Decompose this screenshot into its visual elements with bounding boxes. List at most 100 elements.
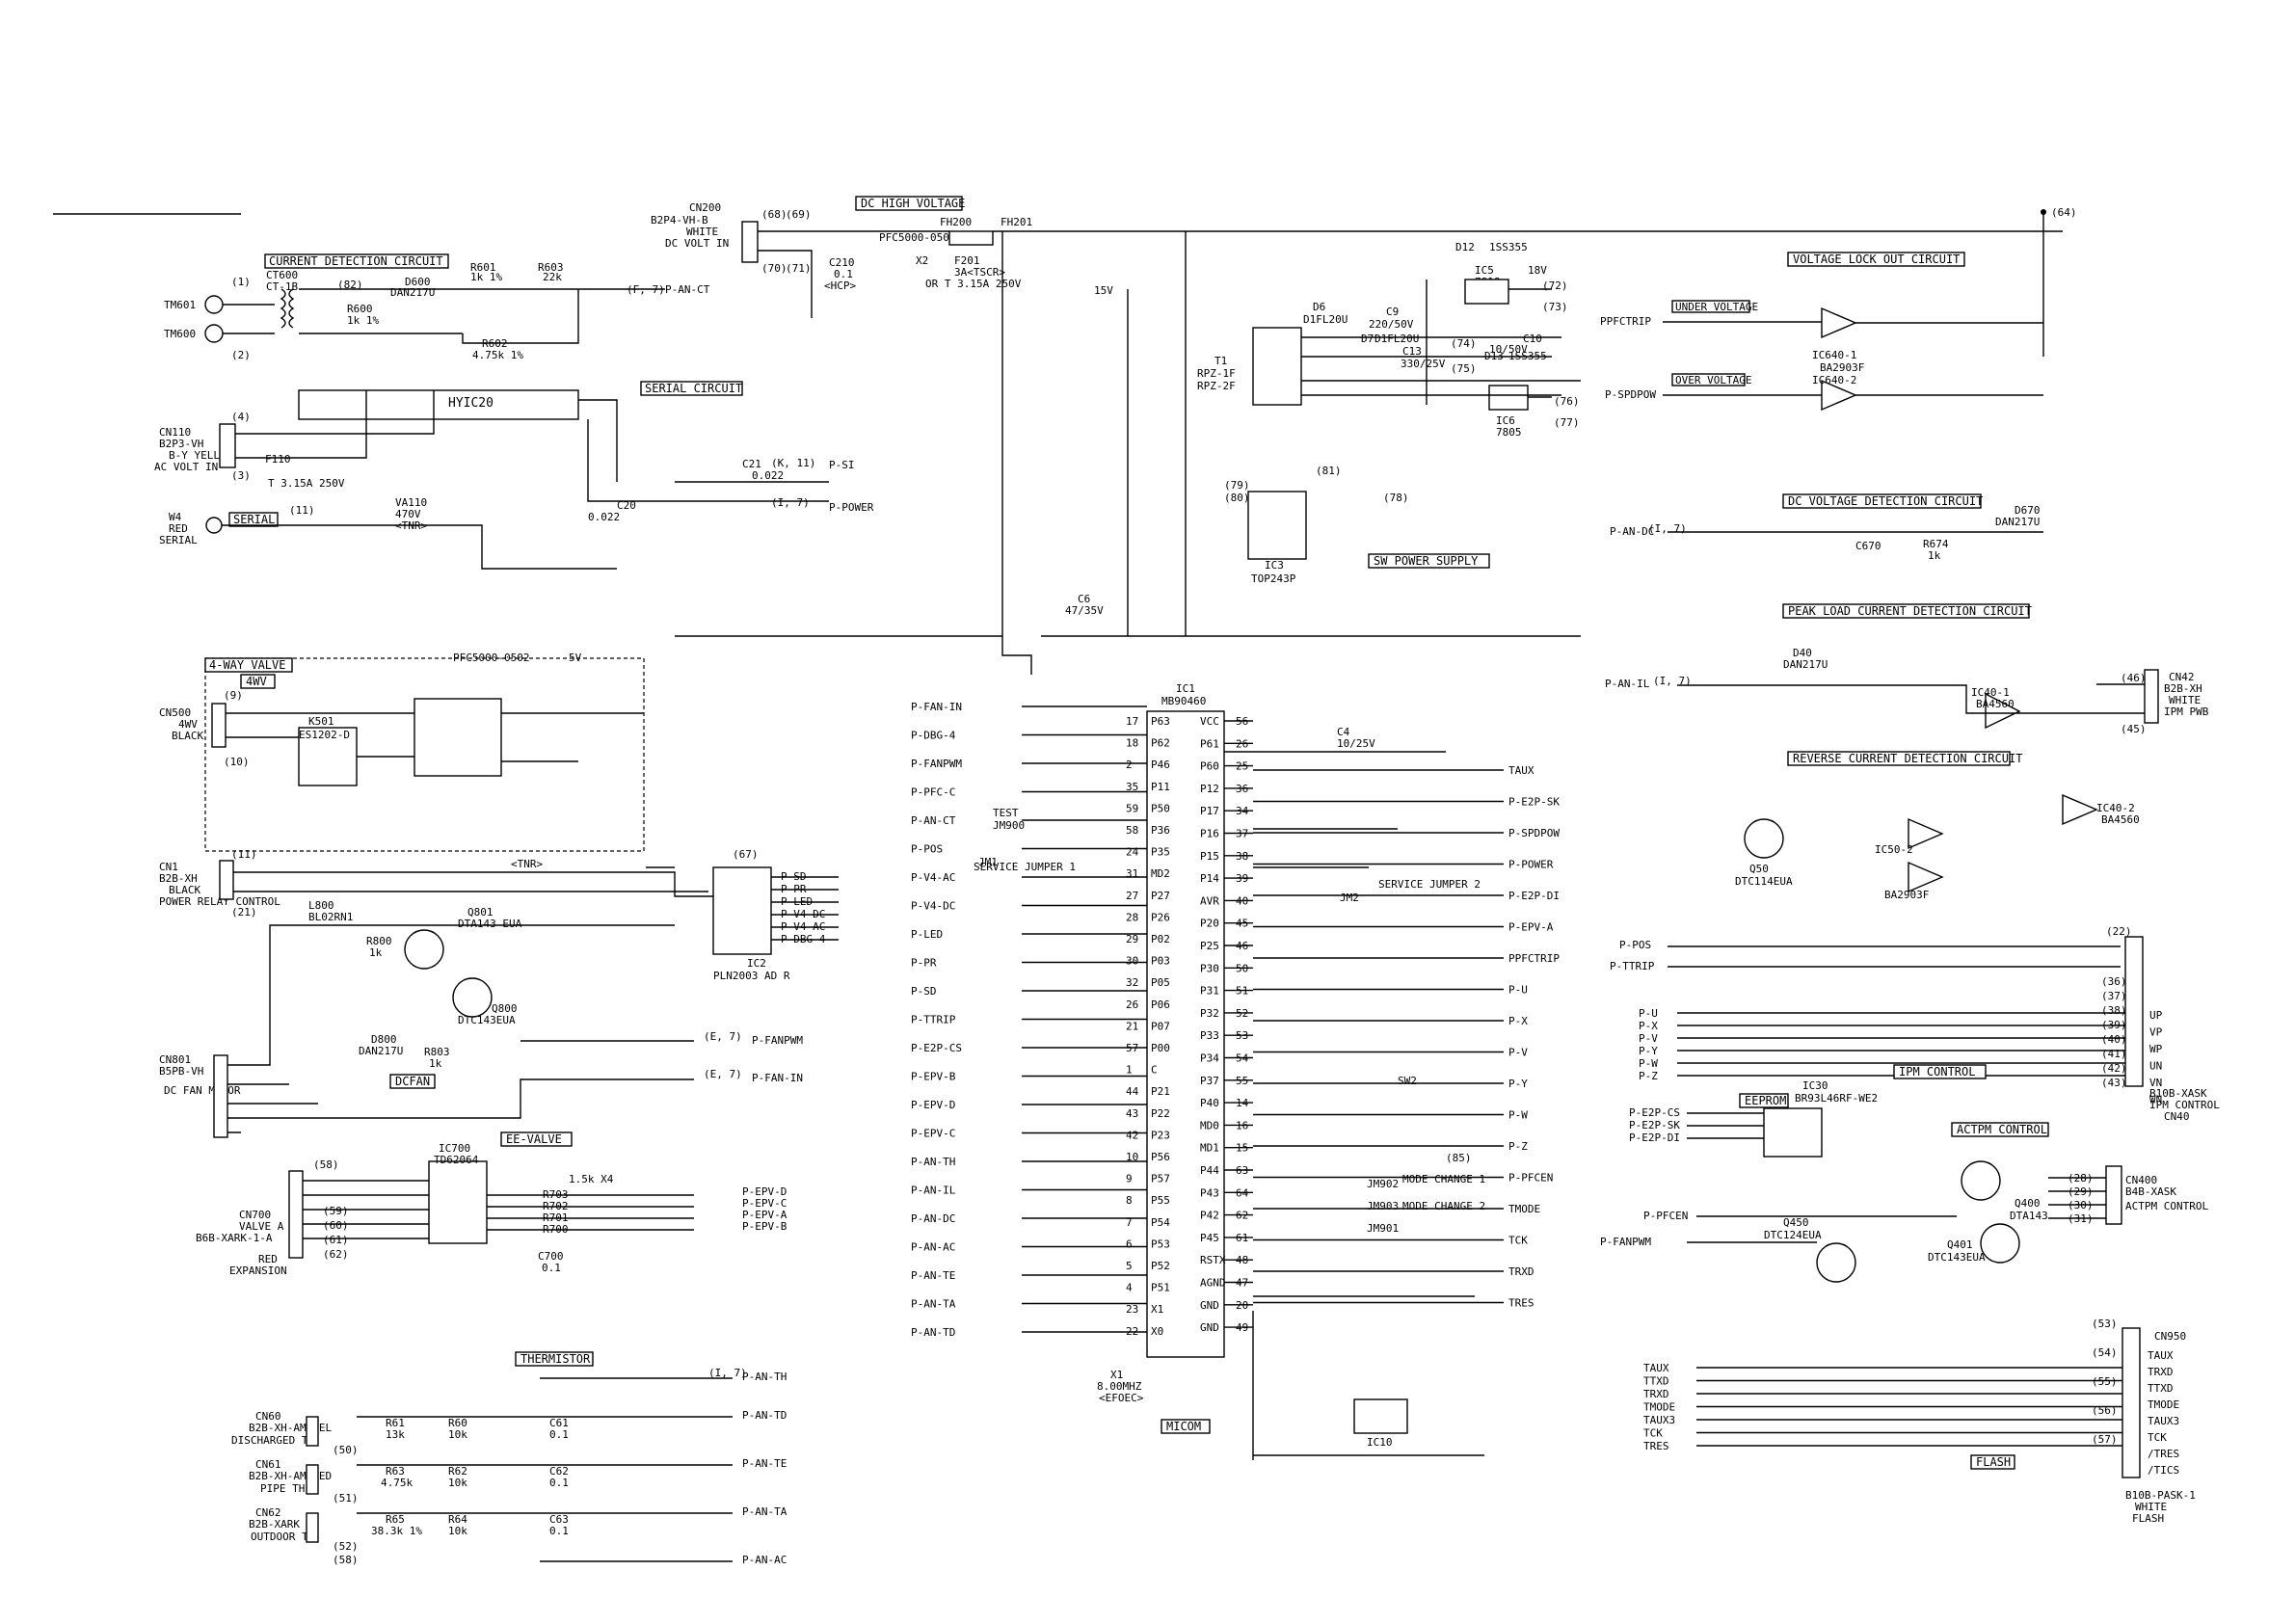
cn42-color: WHITE xyxy=(2169,694,2201,706)
jm2-label: JM2 xyxy=(1340,892,1359,904)
ee-valve-circuit: EE-VALVE IC700 TD62064 1.5k X4 R703 R702… xyxy=(196,1131,787,1277)
cn400-name: CN400 xyxy=(2125,1174,2157,1186)
crystal-ref: X1 xyxy=(1110,1369,1123,1381)
signal-p-pfcpwm: P-FANPWM xyxy=(1600,1236,1651,1248)
c6-ref: C6 xyxy=(1078,593,1090,605)
c20-value: 0.022 xyxy=(588,511,620,523)
pfc-part: PFC5000-0502 xyxy=(879,231,955,244)
jm900-label: JM900 xyxy=(993,819,1025,832)
ic1-pin-name: P50 xyxy=(1151,802,1170,814)
ic1-pin-number: 26 xyxy=(1126,998,1138,1011)
cn700-name: CN700 xyxy=(239,1209,271,1221)
c20-ref: C20 xyxy=(617,499,636,512)
c63-value: 0.1 xyxy=(549,1525,569,1537)
net-ref: (77) xyxy=(1554,416,1580,429)
cn400-desc: ACTPM CONTROL xyxy=(2125,1200,2208,1212)
net-ref: (9) xyxy=(224,689,243,702)
flash-net-ref: (54) xyxy=(2092,1346,2118,1359)
ic30-ref: IC30 xyxy=(1802,1079,1828,1092)
ic1-input-signal: P-AN-TD xyxy=(911,1326,955,1339)
ic1-right-pins: 56VCC26P6125P6036P1234P1737P1638P1539P14… xyxy=(1200,715,1253,1334)
ct600-ref: CT600 xyxy=(266,269,298,281)
ic1-pin-name: P22 xyxy=(1151,1107,1170,1120)
section-ipm-control: IPM CONTROL xyxy=(1899,1065,1975,1078)
ic1-ref: IC1 xyxy=(1176,682,1195,695)
ic1-pin-name: P06 xyxy=(1151,998,1170,1011)
c62-ref: C62 xyxy=(549,1465,569,1478)
r61-value: 13k xyxy=(386,1428,405,1441)
ic1-pin-name: P00 xyxy=(1151,1042,1170,1054)
w4-terminal xyxy=(205,517,223,534)
cn700-desc2: EXPANSION xyxy=(229,1265,287,1277)
net-ref: (3) xyxy=(231,469,251,482)
ipm-pin-label: WN xyxy=(2149,1094,2162,1106)
cn61-name: CN61 xyxy=(255,1458,281,1471)
r803-ref: R803 xyxy=(424,1046,450,1058)
ipm-net-ref: (37) xyxy=(2101,990,2127,1002)
ic1-pin-name: P44 xyxy=(1200,1164,1219,1177)
ic1-input-signal: P-V4-AC xyxy=(911,871,955,884)
ic1-input-signal: P-V4-DC xyxy=(911,900,955,913)
cn950-desc: FLASH xyxy=(2132,1512,2164,1525)
flash-connector: CN950 TAUXTRXDTTXDTMODETAUX3TCK/TRES/TIC… xyxy=(1643,1318,2196,1525)
net-ref: (46) xyxy=(2121,672,2147,684)
cn200-type: B2P4-VH-B xyxy=(651,214,708,226)
dc-high-voltage-input: CN200 B2P4-VH-B WHITE DC VOLT IN (68) (6… xyxy=(651,196,2077,675)
c10-ref: C10 xyxy=(1523,333,1542,345)
section-micom: MICOM xyxy=(1166,1420,1201,1433)
reverse-current-detection: REVERSE CURRENT DETECTION CIRCUIT Q50 DT… xyxy=(1610,751,2140,972)
ic2-part: PLN2003 AD R xyxy=(713,970,790,982)
d800-part: DAN217U xyxy=(359,1045,403,1057)
ic1-pin-name: P15 xyxy=(1200,850,1219,863)
cn40-desc: IPM CONTROL xyxy=(2149,1099,2220,1111)
ic1-pin-name: P42 xyxy=(1200,1210,1219,1222)
c210-value: 0.1 xyxy=(834,268,853,280)
net-ref: (51) xyxy=(333,1492,359,1504)
thermistor-circuit: THERMISTOR P-AN-TH P-AN-TD P-AN-TE P-AN-… xyxy=(231,1351,787,1566)
under-voltage-label: UNDER VOLTAGE xyxy=(1675,301,1758,313)
ic1-pin-number: 5 xyxy=(1126,1260,1133,1272)
net-ref: (68) xyxy=(761,208,787,221)
service-jumper-2: SERVICE JUMPER 2 xyxy=(1378,878,1481,891)
ic1-pin-number: 44 xyxy=(1126,1085,1139,1098)
cn1-desc: POWER RELAY CONTROL xyxy=(159,895,280,908)
flash-signal: TMODE xyxy=(1643,1401,1675,1414)
test-label: TEST xyxy=(993,807,1019,819)
ic1-output-signal: P-Z xyxy=(1508,1140,1528,1153)
q50-ref: Q50 xyxy=(1749,863,1769,875)
ic1-pin-name: P40 xyxy=(1200,1097,1219,1109)
ic1-pin-name: X0 xyxy=(1151,1325,1163,1338)
ipm-signal: P-V xyxy=(1639,1032,1658,1045)
ic1-pin-name: P45 xyxy=(1200,1232,1219,1244)
flash-pin-label: TTXD xyxy=(2148,1382,2174,1395)
ic1-pin-name: P34 xyxy=(1200,1052,1219,1065)
page-ref: (E, 7) xyxy=(704,1068,742,1080)
c6-value: 47/35V xyxy=(1065,604,1104,617)
section-flash: FLASH xyxy=(1976,1455,2011,1469)
flash-signal: TTXD xyxy=(1643,1375,1669,1388)
ic1-pin-name: P17 xyxy=(1200,805,1219,817)
r65-value: 38.3k 1% xyxy=(371,1525,422,1537)
c13-ref: C13 xyxy=(1402,345,1422,358)
ipm-signal: P-Z xyxy=(1639,1070,1658,1082)
ipm-pin-label: VP xyxy=(2149,1026,2163,1039)
ipm-pin-list: (36)(37)(38)(39)(40)(41)(42)(43)UPVPWPUN… xyxy=(2101,975,2163,1106)
voltage-15v: 15V xyxy=(1094,284,1113,297)
ic1-pin-number: 30 xyxy=(1126,955,1138,968)
signal-p-an-td: P-AN-TD xyxy=(742,1409,787,1422)
tm601-terminal xyxy=(204,295,224,314)
eeprom-circuit: EEPROM IC30 BR93L46RF-WE2 P-E2P-CS P-E2P… xyxy=(1629,1079,1878,1158)
service-jumper-1: SERVICE JUMPER 1 xyxy=(974,861,1076,873)
ic1-input-signal: P-E2P-CS xyxy=(911,1042,962,1054)
net-ref: (78) xyxy=(1383,492,1409,504)
net-ref: (11) xyxy=(289,504,315,517)
ipm-control: (22) (36)(37)(38)(39)(40)(41)(42)(43)UPV… xyxy=(1639,925,2220,1123)
r800-value: 1k xyxy=(369,946,383,959)
crystal-part: <EFOEC> xyxy=(1099,1392,1144,1404)
q400-part: DTA143 xyxy=(2010,1210,2048,1222)
actpm-pin-list: (28)(29)(30)(31) xyxy=(2048,1172,2106,1225)
ic1-pin-name: P30 xyxy=(1200,962,1219,974)
net-ref: (70) xyxy=(761,262,787,275)
page-ref: (K, 11) xyxy=(771,457,815,469)
